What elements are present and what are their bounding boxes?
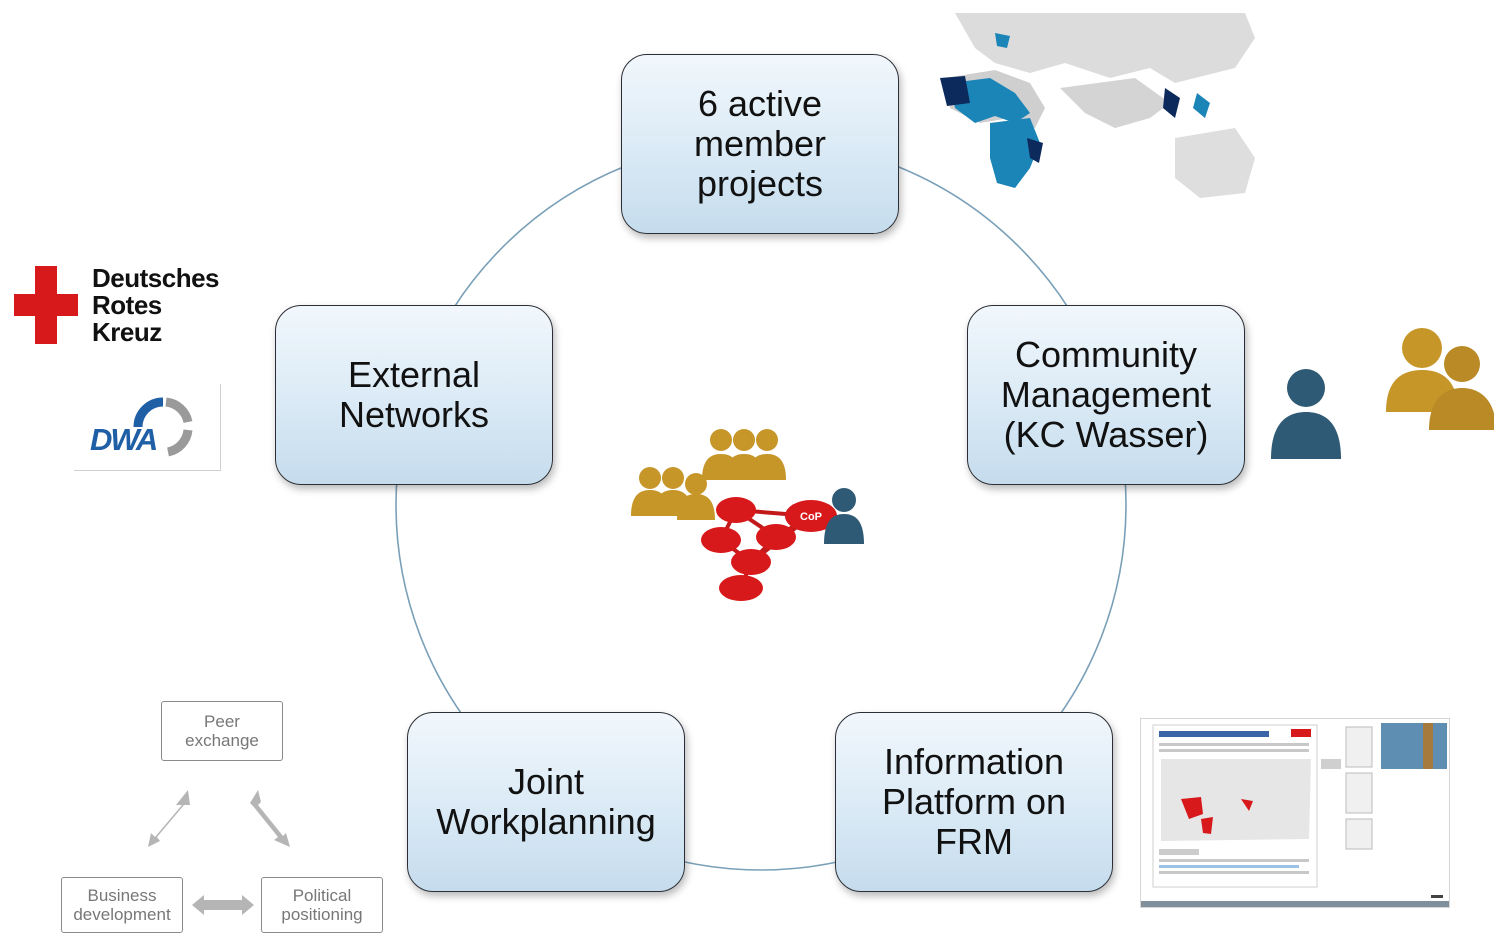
- drk-word-1: Deutsches: [92, 263, 220, 293]
- information-platform-node[interactable]: Information Platform on FRM: [835, 712, 1113, 892]
- external-networks-label: External Networks: [338, 354, 490, 435]
- political-positioning-box: Political positioning: [261, 877, 383, 933]
- peer-exchange-box: Peer exchange: [161, 701, 283, 761]
- arrow-icon: [148, 790, 290, 915]
- external-networks-node[interactable]: External Networks: [275, 305, 553, 485]
- joint-workplanning-label: Joint Workplanning: [436, 761, 656, 842]
- platform-preview-icon: [1141, 723, 1449, 907]
- drk-wordmark: Deutsches Rotes Kreuz: [92, 263, 220, 347]
- business-development-box: Business development: [61, 877, 183, 933]
- community-management-label: Community Management (KC Wasser): [1000, 334, 1212, 455]
- community-management-node[interactable]: Community Management (KC Wasser): [967, 305, 1245, 485]
- drk-word-2: Rotes: [92, 290, 162, 320]
- joint-workplanning-node[interactable]: Joint Workplanning: [407, 712, 685, 892]
- cop-label: CoP: [800, 511, 822, 523]
- network-icon: CoP: [631, 429, 864, 601]
- dwa-arc-icon: [133, 397, 193, 457]
- member-projects-node[interactable]: 6 active member projects: [621, 54, 899, 234]
- drk-word-3: Kreuz: [92, 317, 162, 347]
- information-platform-label: Information Platform on FRM: [881, 741, 1067, 862]
- dwa-wordmark: DWA: [90, 422, 158, 457]
- person-icon: [1271, 369, 1341, 459]
- platform-screenshot: [1140, 718, 1450, 908]
- dwa-logo-frame: [74, 384, 221, 471]
- people-group-icon: [1386, 328, 1494, 430]
- red-cross-icon: [14, 266, 78, 344]
- member-projects-label: 6 active member projects: [693, 83, 827, 204]
- world-map-icon: [940, 13, 1255, 198]
